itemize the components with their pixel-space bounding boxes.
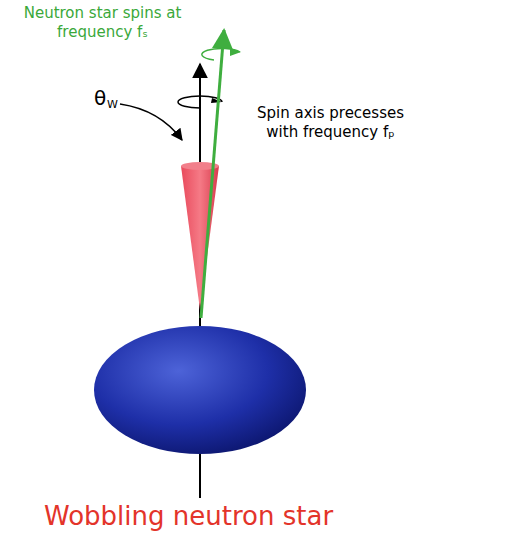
spin-label: Neutron star spins at frequency fₛ — [20, 4, 185, 42]
spin-rotation-arrow — [230, 48, 241, 56]
rotation-arrow — [178, 96, 222, 108]
precession-label: Spin axis precesses with frequency fₚ — [243, 104, 418, 142]
caption: Wobbling neutron star — [44, 500, 333, 533]
angle-symbol: θ — [94, 86, 106, 111]
neutron-star — [94, 326, 306, 454]
rotation-arrow — [211, 98, 222, 103]
precession-cone — [181, 166, 219, 310]
spin-rotation-arrow — [202, 48, 240, 60]
axis-line — [199, 450, 201, 498]
spin-axis — [201, 30, 224, 318]
angle-subscript: W — [107, 98, 118, 112]
leader-line — [120, 104, 182, 140]
